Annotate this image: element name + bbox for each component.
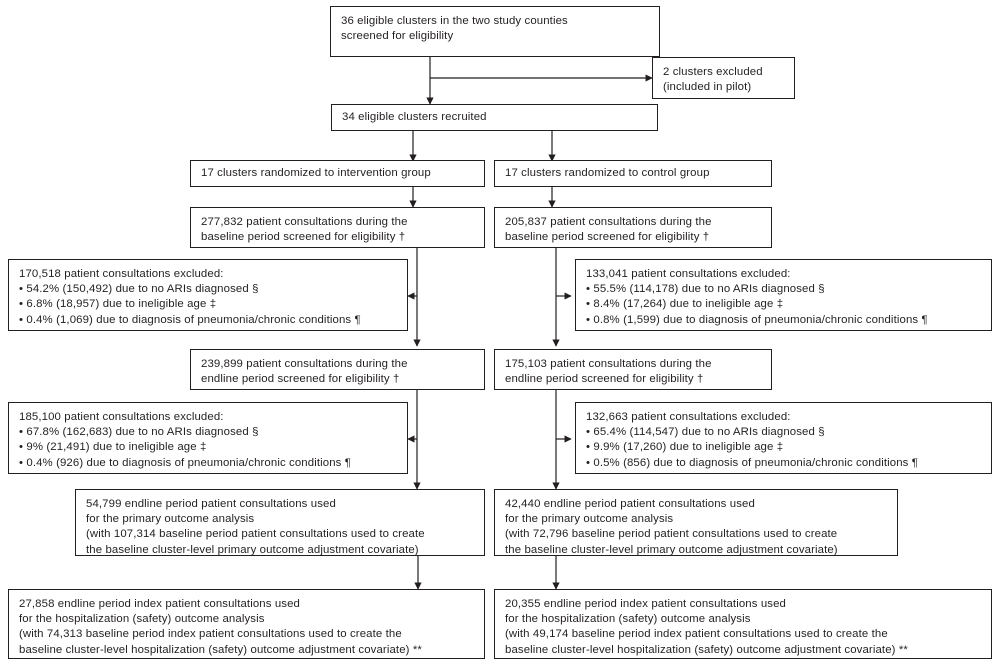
node-excluded-clusters: 2 clusters excluded (included in pilot) [652, 57, 795, 99]
node-control-endline-screened: 175,103 patient consultations during the… [494, 349, 772, 390]
node-screened-clusters: 36 eligible clusters in the two study co… [330, 6, 660, 57]
node-recruited-clusters: 34 eligible clusters recruited [331, 104, 658, 131]
node-intervention-endline-excluded: 185,100 patient consultations excluded: … [8, 402, 408, 474]
node-intervention-baseline-screened: 277,832 patient consultations during the… [190, 207, 485, 248]
node-intervention-endline-screened: 239,899 patient consultations during the… [190, 349, 485, 390]
node-intervention-safety-outcome: 27,858 endline period index patient cons… [8, 589, 485, 659]
node-intervention-baseline-excluded: 170,518 patient consultations excluded: … [8, 259, 408, 331]
node-control-safety-outcome: 20,355 endline period index patient cons… [494, 589, 992, 659]
node-control-endline-excluded: 132,663 patient consultations excluded: … [575, 402, 992, 474]
node-intervention-primary-outcome: 54,799 endline period patient consultati… [75, 489, 485, 556]
node-intervention-randomized: 17 clusters randomized to intervention g… [190, 160, 485, 187]
node-control-randomized: 17 clusters randomized to control group [494, 160, 772, 187]
node-control-baseline-screened: 205,837 patient consultations during the… [494, 207, 772, 248]
node-control-baseline-excluded: 133,041 patient consultations excluded: … [575, 259, 992, 331]
node-control-primary-outcome: 42,440 endline period patient consultati… [494, 489, 898, 556]
